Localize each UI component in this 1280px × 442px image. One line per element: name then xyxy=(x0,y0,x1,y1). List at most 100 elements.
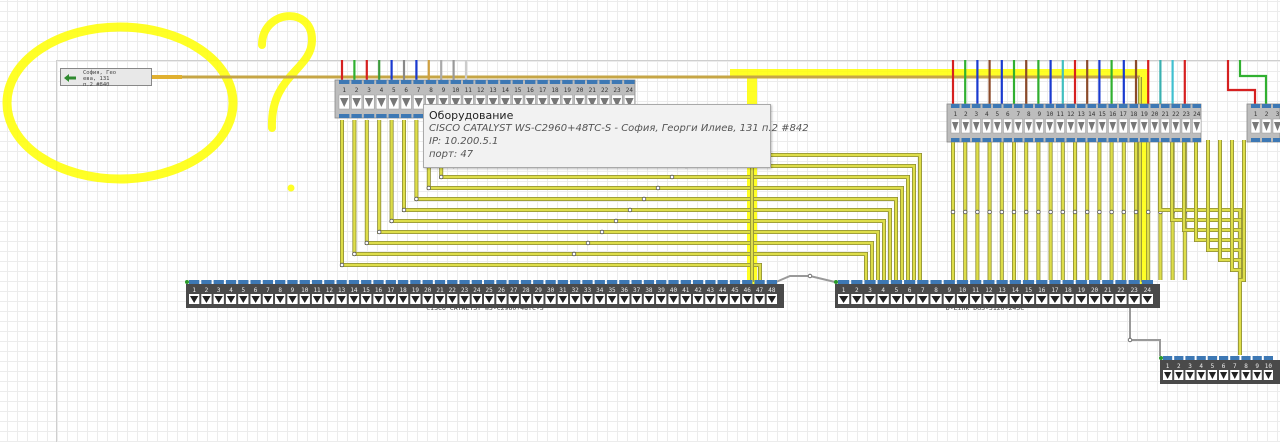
port-number: 14 xyxy=(502,87,510,94)
port-down-arrow-icon xyxy=(1004,122,1011,131)
port-top xyxy=(1141,280,1153,284)
port-down-arrow-icon xyxy=(534,296,543,303)
port-number: 41 xyxy=(682,287,690,294)
port-top xyxy=(562,80,573,84)
port-number: 4 xyxy=(229,287,233,294)
port-number: 36 xyxy=(621,287,629,294)
port-down-arrow-icon xyxy=(612,98,622,107)
wire-node xyxy=(975,209,980,215)
port-number: 11 xyxy=(1057,111,1065,118)
port-down-arrow-icon xyxy=(1023,296,1034,303)
port-down-arrow-icon xyxy=(1078,122,1085,131)
port-down-arrow-icon xyxy=(509,296,518,303)
port-top xyxy=(611,80,623,84)
port-number: 23 xyxy=(461,287,469,294)
port-top xyxy=(238,280,249,284)
wire-node xyxy=(669,174,675,180)
port-down-arrow-icon xyxy=(239,296,248,303)
port-number: 9 xyxy=(291,287,295,294)
port-bottom xyxy=(376,114,387,118)
port-number: 19 xyxy=(412,287,420,294)
port-down-arrow-icon xyxy=(374,296,383,303)
port-down-arrow-icon xyxy=(718,296,727,303)
port-down-arrow-icon xyxy=(865,296,875,303)
port-number: 16 xyxy=(1109,111,1117,118)
port-top xyxy=(1174,356,1184,360)
port-top xyxy=(996,280,1008,284)
port-number: 15 xyxy=(363,287,371,294)
port-down-arrow-icon xyxy=(398,296,408,303)
port-number: 13 xyxy=(489,87,497,94)
port-down-arrow-icon xyxy=(501,98,510,107)
port-bottom xyxy=(1024,138,1033,142)
port-top xyxy=(1119,104,1128,108)
port-down-arrow-icon xyxy=(214,296,223,303)
port-down-arrow-icon xyxy=(472,296,481,303)
port-number: 26 xyxy=(498,287,506,294)
port-down-arrow-icon xyxy=(600,98,609,107)
port-number: 16 xyxy=(1038,287,1046,294)
port-down-arrow-icon xyxy=(263,296,273,303)
tooltip-device: CISCO CATALYST WS-C2960+48TC-S - София, … xyxy=(429,123,809,134)
wire-node xyxy=(1145,209,1151,215)
port-number: 44 xyxy=(719,287,727,294)
port-bottom xyxy=(1161,138,1170,142)
port-down-arrow-icon xyxy=(1067,122,1074,131)
port-number: 19 xyxy=(1078,287,1086,294)
wire-node xyxy=(352,251,357,257)
status-led xyxy=(1159,356,1163,360)
port-top xyxy=(496,280,507,284)
port-down-arrow-icon xyxy=(743,296,752,303)
port-down-arrow-icon xyxy=(1025,122,1032,131)
port-down-arrow-icon xyxy=(767,296,776,303)
port-down-arrow-icon xyxy=(583,296,592,303)
wire-node xyxy=(655,185,661,191)
port-number: 19 xyxy=(1141,111,1149,118)
highlight-circle xyxy=(2,22,238,184)
port-number: 33 xyxy=(584,287,592,294)
port-top xyxy=(1087,104,1096,108)
port-down-arrow-icon xyxy=(931,296,941,303)
port-down-arrow-icon xyxy=(300,296,309,303)
port-top xyxy=(1163,356,1173,360)
port-bottom xyxy=(1182,138,1191,142)
port-number: 13 xyxy=(998,287,1006,294)
port-down-arrow-icon xyxy=(352,98,361,107)
port-number: 4 xyxy=(1199,363,1203,370)
port-down-arrow-icon xyxy=(1089,296,1100,303)
port-number: 28 xyxy=(522,287,530,294)
port-top xyxy=(1263,356,1273,360)
wire-node xyxy=(1133,209,1139,215)
port-top xyxy=(624,80,635,84)
port-number: 25 xyxy=(486,287,494,294)
switch-1-label: CISCO CATALYST WS-C2960+48TC-S xyxy=(426,304,544,312)
port-top xyxy=(1230,356,1240,360)
port-number: 12 xyxy=(1067,111,1075,118)
wire-node xyxy=(401,207,407,213)
port-number: 2 xyxy=(855,287,859,294)
patch-wire xyxy=(353,120,868,280)
port-number: 21 xyxy=(436,287,444,294)
port-down-arrow-icon xyxy=(1151,122,1158,131)
port-number: 15 xyxy=(514,87,522,94)
port-number: 3 xyxy=(217,287,221,294)
port-down-arrow-icon xyxy=(681,296,690,303)
port-top xyxy=(287,280,298,284)
port-number: 12 xyxy=(985,287,993,294)
port-number: 45 xyxy=(731,287,739,294)
port-top xyxy=(1129,104,1138,108)
port-top xyxy=(475,80,486,84)
port-top xyxy=(275,280,286,284)
port-down-arrow-icon xyxy=(485,296,494,303)
port-top xyxy=(983,280,995,284)
port-top xyxy=(1140,104,1149,108)
port-bottom xyxy=(1003,138,1012,142)
port-bottom xyxy=(1087,138,1096,142)
port-number: 39 xyxy=(658,287,666,294)
port-number: 9 xyxy=(442,87,446,94)
linked-device-label[interactable]: София, Гео ева, 131 п.2 #840 xyxy=(60,68,152,88)
port-top xyxy=(1088,280,1101,284)
